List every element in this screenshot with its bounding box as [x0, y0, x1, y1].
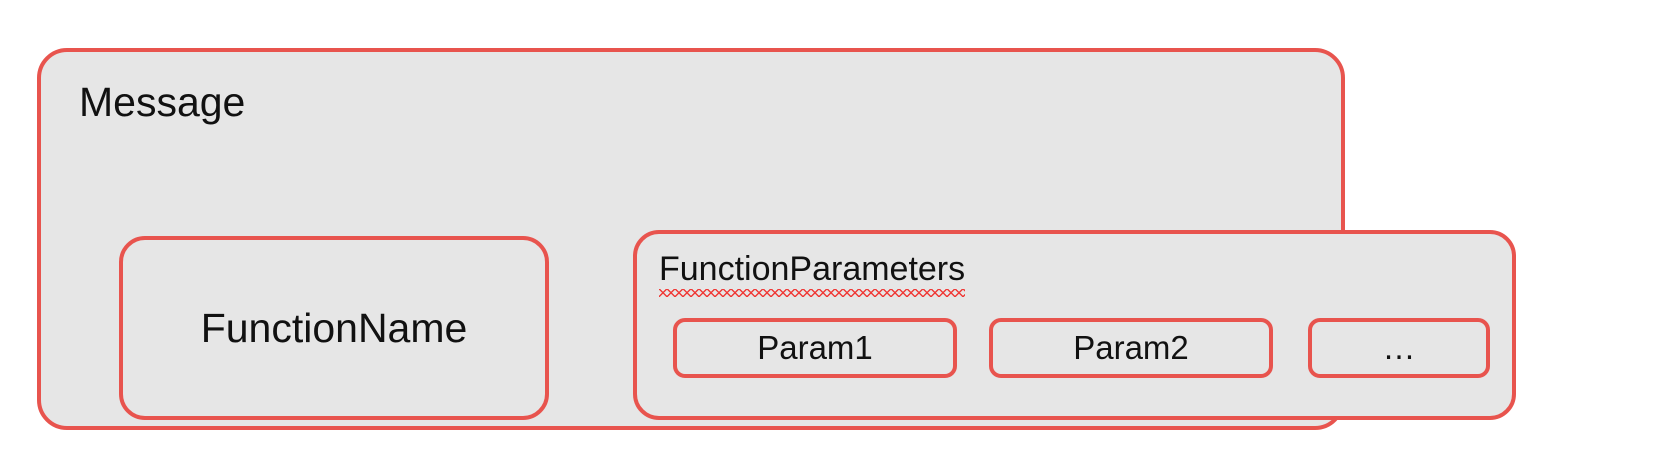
function-parameters-box[interactable]: FunctionParameters Param1 Param2 …	[633, 230, 1516, 420]
function-parameters-label: FunctionParameters	[659, 250, 966, 288]
spellcheck-squiggle-underline	[659, 288, 966, 297]
param-label-1: Param1	[757, 329, 873, 366]
message-box[interactable]: Message FunctionName FunctionParameters …	[37, 48, 1516, 430]
param-box-1[interactable]: Param1	[673, 318, 957, 378]
function-name-box[interactable]: FunctionName	[119, 236, 549, 420]
param-box-2[interactable]: Param2	[989, 318, 1273, 378]
param-label-ellipsis: …	[1382, 329, 1416, 366]
param-box-ellipsis[interactable]: …	[1308, 318, 1490, 378]
function-name-label: FunctionName	[200, 304, 468, 351]
param-label-2: Param2	[1073, 329, 1189, 366]
message-box-label: Message	[79, 79, 246, 125]
function-parameters-label-wrap: FunctionParameters	[659, 250, 966, 297]
